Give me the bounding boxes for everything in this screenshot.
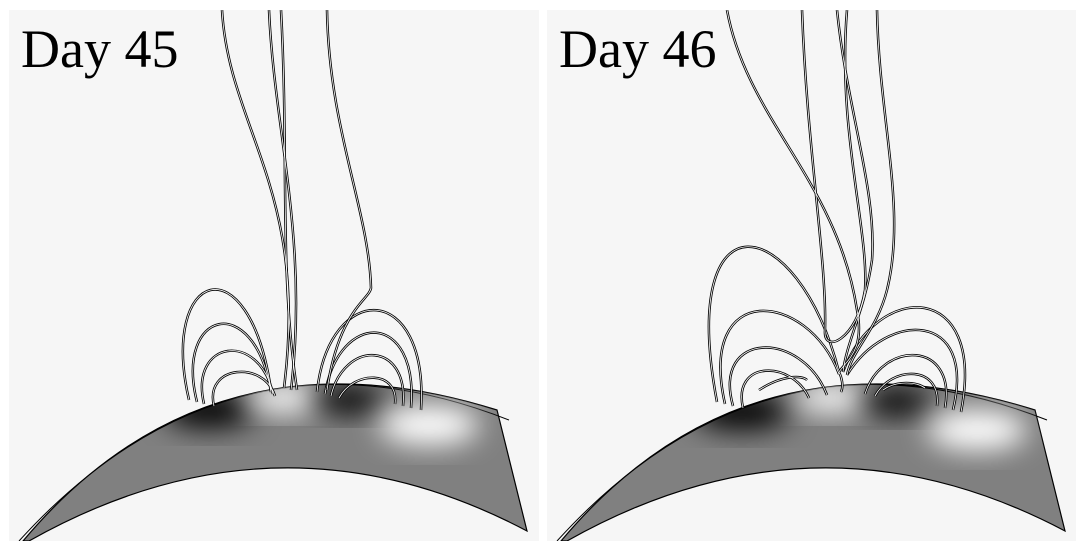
- positive-polarity-patch-2: [379, 405, 479, 445]
- day45-panel: Day 45: [9, 10, 539, 541]
- field-lines-open: [727, 10, 894, 375]
- positive-polarity-patch-1: [246, 384, 322, 412]
- panel-title: Day 45: [21, 22, 178, 76]
- day45-field-diagram: [9, 10, 539, 541]
- panel-title: Day 46: [559, 22, 716, 76]
- negative-polarity-patch-2: [862, 388, 932, 416]
- day46-panel: Day 46: [547, 10, 1076, 541]
- field-line: [837, 10, 873, 372]
- negative-polarity-patch-1: [164, 392, 254, 428]
- field-lines-closed-left: [183, 289, 275, 406]
- field-line: [802, 10, 865, 342]
- day46-field-diagram: [547, 10, 1076, 541]
- positive-polarity-patch-1: [794, 384, 870, 412]
- positive-polarity-patch-2: [927, 410, 1027, 450]
